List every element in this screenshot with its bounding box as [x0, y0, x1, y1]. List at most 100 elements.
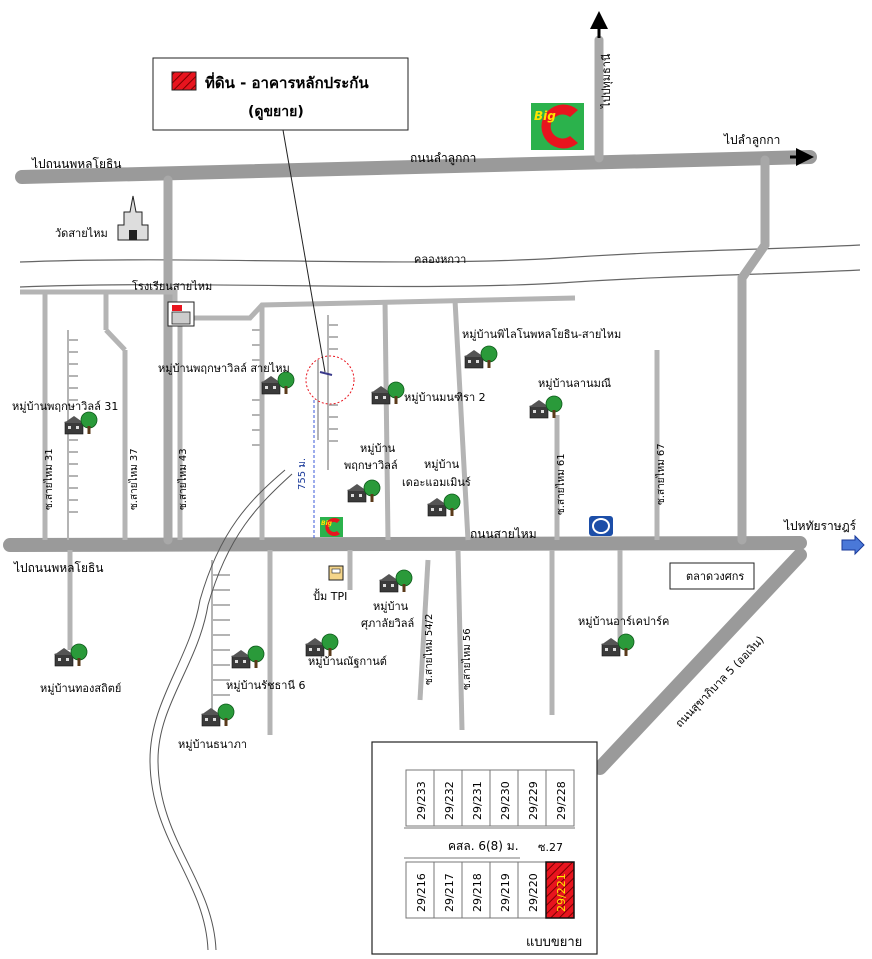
- label-distance: 755 ม.: [297, 458, 308, 490]
- legend-box: ที่ดิน - อาคารหลักประกัน (ดูขยาย): [152, 57, 409, 131]
- bigc-logo-saimai: Big: [320, 517, 343, 537]
- label-soi-54-2: ซ.สายไหม 54/2: [423, 614, 435, 685]
- lamlukka-road: [15, 150, 817, 184]
- lot-number: 29/218: [471, 873, 484, 912]
- roads: [3, 35, 817, 951]
- lot-number: 29/230: [499, 781, 512, 820]
- village-icon: [379, 569, 413, 593]
- lot-number: 29/232: [443, 781, 456, 820]
- canal: คลองหกวา: [19, 244, 861, 288]
- village-icon: [464, 345, 498, 369]
- inset-lot: 29/230: [489, 769, 519, 827]
- inset-lot: 29/229: [517, 769, 547, 827]
- bigc-logo-north: Big: [531, 103, 584, 150]
- village-icon: [601, 633, 635, 657]
- right-connector-road: [737, 155, 770, 545]
- lot-number: 29/233: [415, 781, 428, 820]
- inset-top-row: 29/233 29/232 29/231 29/230 29/229 29/228: [405, 769, 575, 827]
- label-saimai: ถนนสายไหม: [470, 527, 537, 541]
- inset-lot: 29/233: [405, 769, 435, 827]
- label-suphalai-2line: หมู่บ้านศุภาลัยวิลล์: [361, 600, 414, 630]
- gas-station-icon: [328, 565, 344, 581]
- label-pruksaville-31: หมู่บ้านพฤกษาวิลล์ 31: [12, 400, 118, 413]
- canal-label: คลองหกวา: [414, 253, 466, 266]
- label-thongsathit: หมู่บ้านทองสถิตย์: [40, 682, 121, 695]
- label-soi-37: ซ.สายไหม 37: [128, 448, 140, 510]
- lot-number: 29/219: [499, 873, 512, 912]
- school-icon: [167, 301, 195, 327]
- direction-arrows: [590, 11, 865, 556]
- label-soi-61: ซ.สายไหม 61: [555, 453, 567, 515]
- village-icons: [54, 345, 635, 727]
- label-thanapha: หมู่บ้านธนาภา: [178, 738, 247, 751]
- inset-lot: 29/220: [517, 861, 547, 919]
- label-ratchathani: หมู่บ้านรัชธานี 6: [226, 679, 305, 692]
- label-monthira: หมู่บ้านมนฑิรา 2: [404, 391, 486, 404]
- lot-number: 29/231: [471, 781, 484, 820]
- village-icon: [529, 395, 563, 419]
- legend-subtitle: (ดูขยาย): [248, 104, 304, 120]
- lot-number: 29/216: [415, 873, 428, 912]
- inset-lot: 29/217: [433, 861, 463, 919]
- label-pathum: ไปปทุมธานี: [600, 53, 613, 109]
- label-soi-56: ซ.สายไหม 56: [461, 628, 473, 690]
- label-lamlukka: ถนนลำลูกกา: [410, 151, 476, 166]
- lot-number: 29/228: [555, 781, 568, 820]
- arrow-hathairat-icon: [841, 534, 865, 556]
- inset-panel: 29/233 29/232 29/231 29/230 29/229 29/228 29/…: [371, 741, 598, 955]
- bank-icon: [589, 516, 613, 536]
- label-soi-43: ซ.สายไหม 43: [177, 448, 189, 510]
- village-icon: [305, 633, 339, 657]
- inset-lot: 29/219: [489, 861, 519, 919]
- lot-number: 29/220: [527, 873, 540, 912]
- label-philino: หมู่บ้านพิไลโนพหลโยธิน-สายไหม: [462, 327, 621, 341]
- label-arkpark: หมู่บ้านอาร์เคปาร์ค: [578, 615, 669, 628]
- label-pruksa-2line: หมู่บ้านพฤกษาวิลล์: [344, 442, 398, 472]
- village-icon: [54, 643, 88, 667]
- inset-lot: 29/231: [461, 769, 491, 827]
- lot-number: 29/217: [443, 873, 456, 912]
- sukhaphiban-road: [593, 548, 807, 775]
- label-soi-67: ซ.สายไหม 67: [655, 443, 667, 505]
- inset-lot: 29/228: [545, 769, 575, 827]
- label-school: โรงเรียนสายไหม: [132, 279, 212, 293]
- svg-text:Big: Big: [321, 520, 333, 527]
- inset-soi-label: ซ.27: [538, 841, 563, 854]
- village-icon: [261, 371, 295, 395]
- village-icon: [201, 703, 235, 727]
- village-icon: [371, 381, 405, 405]
- label-dhamma-2line: หมู่บ้านเดอะแอมเมินร์: [402, 458, 471, 489]
- village-icon: [231, 645, 265, 669]
- label-lanmanee: หมู่บ้านลานมณี: [538, 377, 611, 390]
- label-niratsan: หมู่บ้านณัฐกานต์: [308, 655, 387, 668]
- village-icon: [347, 479, 381, 503]
- inset-bottom-row: 29/216 29/217 29/218 29/219 29/220 29/221: [405, 861, 575, 919]
- lot-number: 29/221: [555, 873, 568, 912]
- inset-lot: 29/232: [433, 769, 463, 827]
- label-tpi: ปั้ม TPI: [313, 588, 347, 603]
- saimai-road: [3, 536, 807, 552]
- inset-road-label: คสล. 6(8) ม.: [448, 839, 519, 853]
- village-icon: [64, 411, 98, 435]
- label-soi-31: ซ.สายไหม 31: [43, 448, 55, 510]
- label-south-right: ไปหทัยราษฎร์: [783, 519, 857, 533]
- market-box: [669, 562, 755, 590]
- label-north-right: ไปลำลูกกา: [723, 133, 780, 148]
- inset-lot: 29/216: [405, 861, 435, 919]
- legend-swatch: [171, 71, 197, 91]
- label-pruksaville-saimai: หมู่บ้านพฤกษาวิลล์ สายไหม: [158, 362, 290, 375]
- label-market: ตลาดวงศกร: [686, 570, 744, 583]
- target-circle: [305, 355, 355, 405]
- highlight-lot: 29/221: [545, 861, 575, 919]
- label-north-left: ไปถนนพหลโยธิน: [31, 157, 122, 171]
- inset-lot: 29/218: [461, 861, 491, 919]
- svg-text:Big: Big: [534, 109, 556, 123]
- label-temple: วัดสายไหม: [55, 227, 108, 240]
- temple-icon: [117, 195, 149, 241]
- pointer-line: [282, 129, 326, 373]
- inset-caption: แบบขยาย: [526, 935, 582, 950]
- village-icon: [427, 493, 461, 517]
- label-south-left: ไปถนนพหลโยธิน: [13, 561, 104, 575]
- lot-number: 29/229: [527, 781, 540, 820]
